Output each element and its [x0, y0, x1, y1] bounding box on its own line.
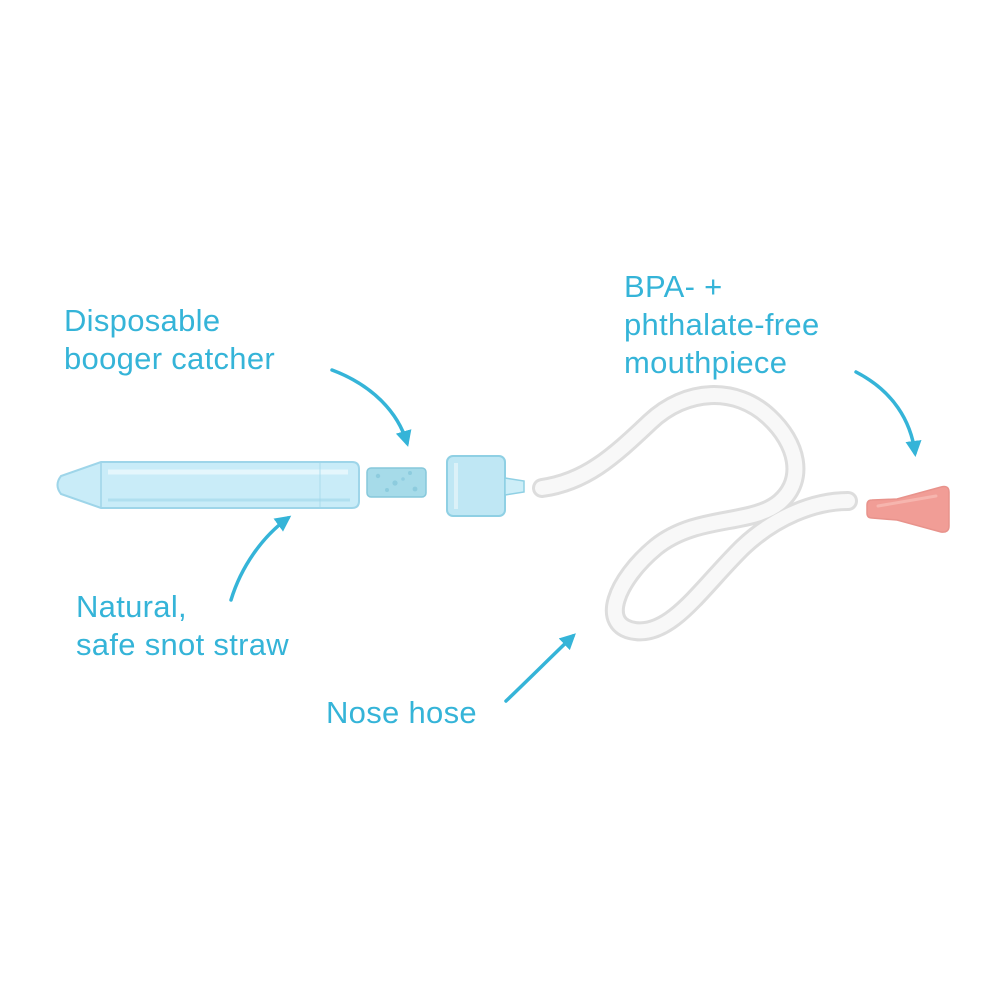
snot-straw-graphic	[56, 461, 360, 509]
nose-hose-arrow	[504, 633, 576, 703]
cap-connector-graphic	[446, 455, 525, 517]
label-nose-hose: Nose hose	[326, 695, 477, 730]
label-snot-straw: Natural, safe snot straw	[76, 589, 289, 662]
booger-catcher-arrow	[330, 368, 412, 447]
label-mouthpiece: BPA- + phthalate-free mouthpiece	[624, 269, 820, 380]
nose-hose-graphic	[532, 385, 858, 642]
mouthpiece-graphic	[866, 485, 950, 533]
foam-filter-graphic	[366, 467, 427, 498]
mouthpiece-arrow	[854, 370, 922, 457]
snot-straw-arrow	[229, 515, 292, 602]
label-booger-catcher: Disposable booger catcher	[64, 303, 275, 376]
